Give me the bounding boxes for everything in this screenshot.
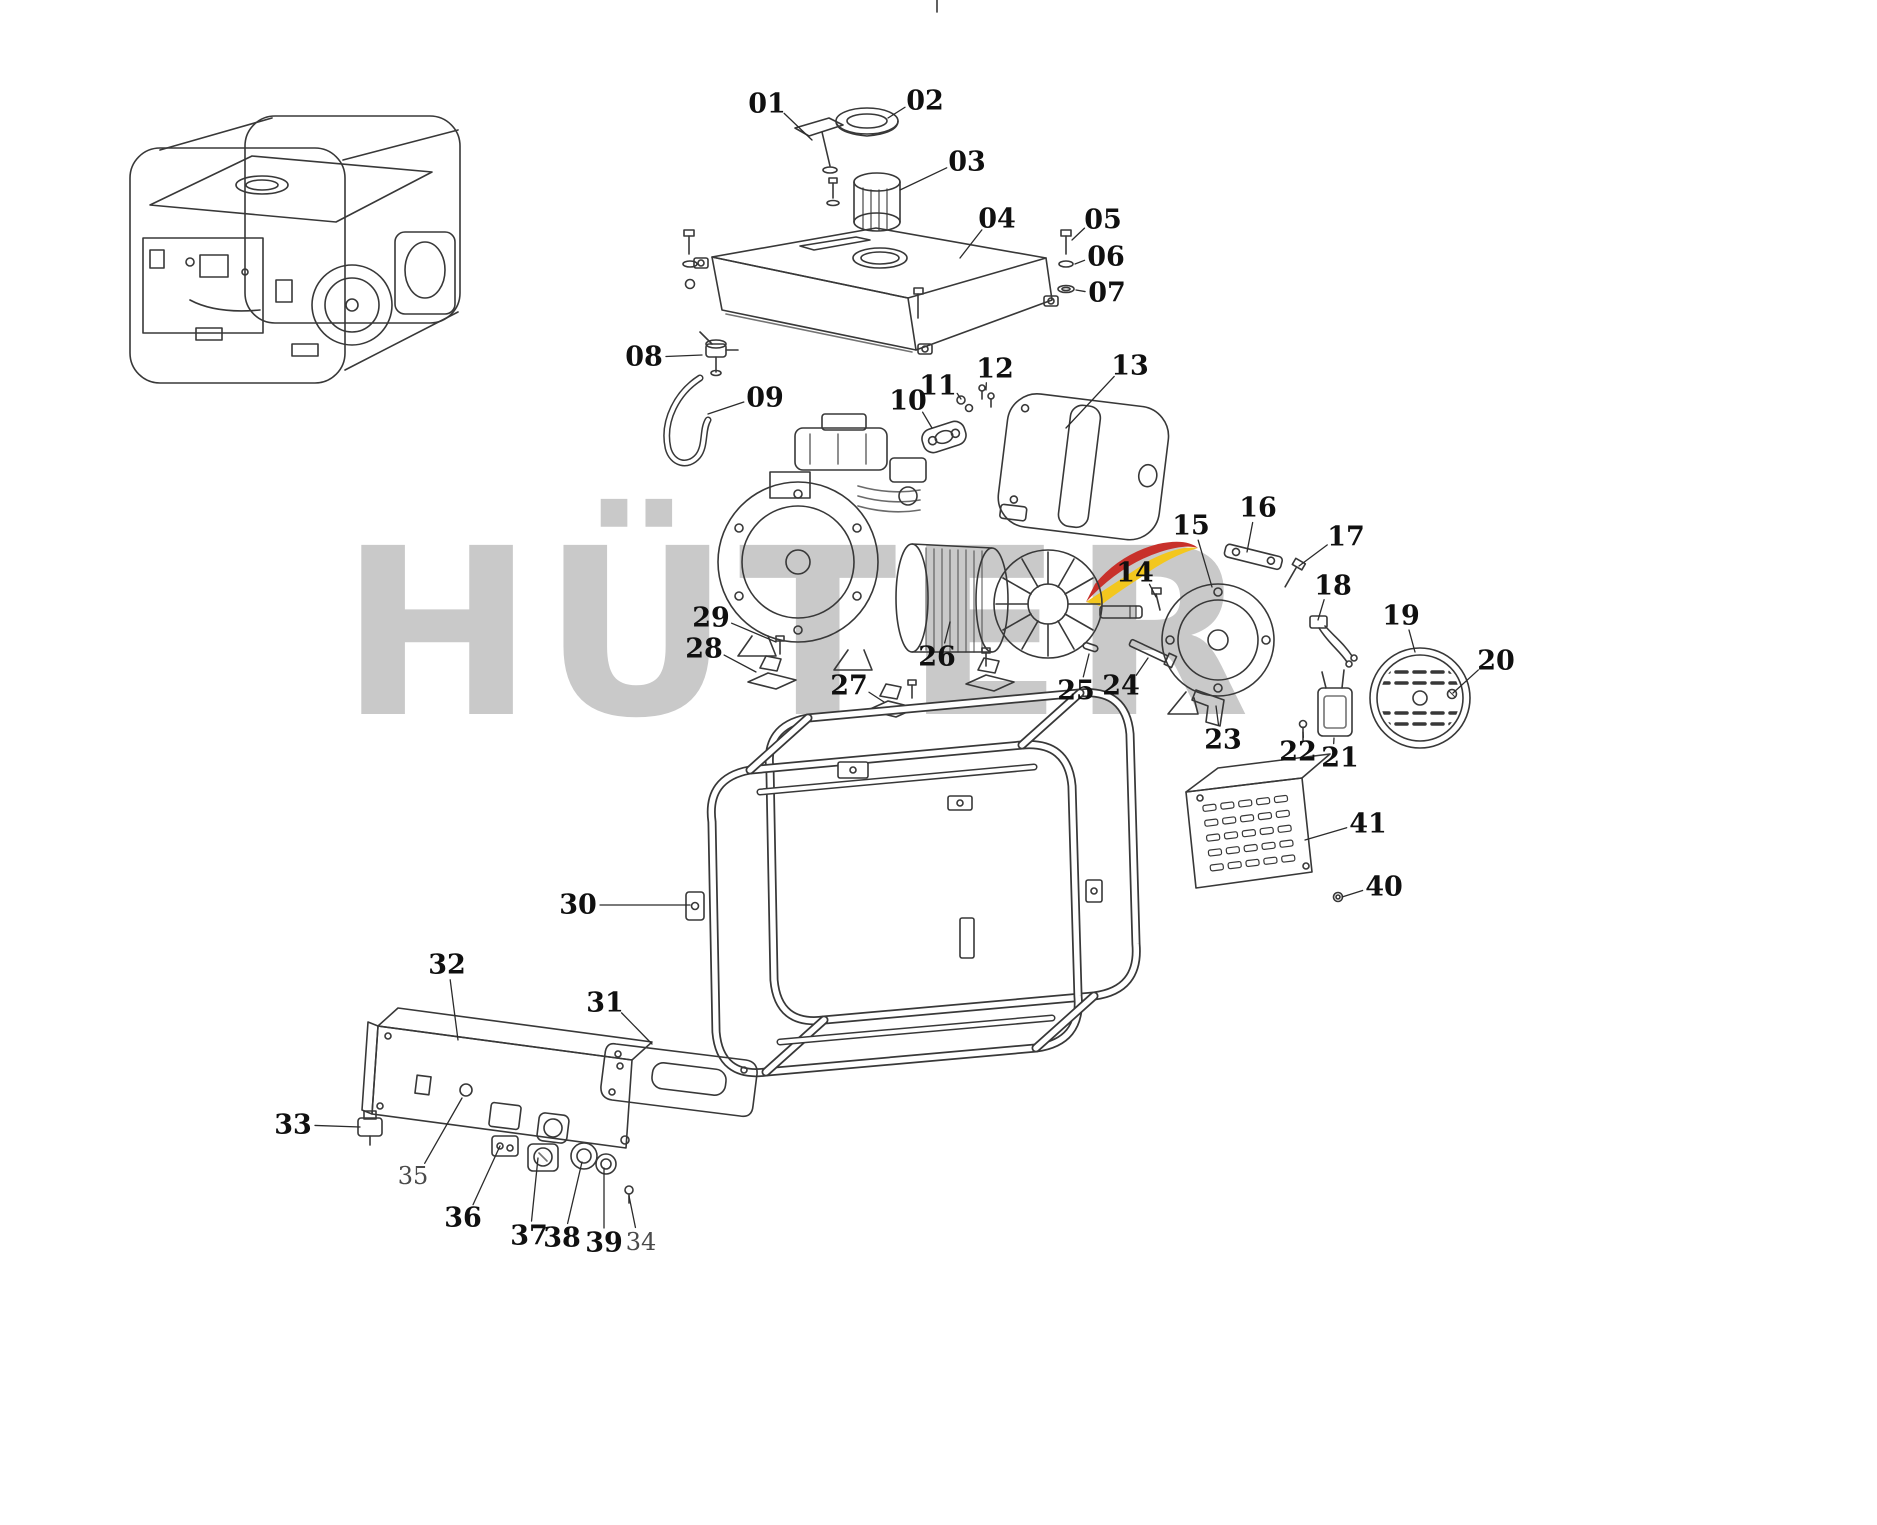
part-label-27: 27 xyxy=(830,670,868,702)
part-label-29: 29 xyxy=(692,602,730,634)
alternator-rear-cover xyxy=(1369,647,1471,749)
part-label-38: 38 xyxy=(543,1222,581,1254)
avr-and-bracket xyxy=(1191,669,1353,741)
part-label-10: 10 xyxy=(889,385,927,417)
part-label-33: 33 xyxy=(274,1109,312,1141)
part-label-22: 22 xyxy=(1279,736,1317,768)
part-label-39: 39 xyxy=(585,1227,623,1259)
part-label-04: 04 xyxy=(978,203,1016,235)
louvered-side-cover xyxy=(1185,753,1344,903)
part-label-05: 05 xyxy=(1084,204,1122,236)
part-label-26: 26 xyxy=(918,641,956,673)
part-label-17: 17 xyxy=(1327,521,1365,553)
fuel-tank xyxy=(682,227,1059,355)
control-panel-plate xyxy=(361,1007,653,1149)
fuel-cap xyxy=(835,107,899,137)
part-label-31: 31 xyxy=(586,987,624,1019)
engine-and-alternator xyxy=(717,413,1143,671)
part-label-09: 09 xyxy=(746,382,784,414)
fuel-hose xyxy=(663,374,712,467)
part-label-07: 07 xyxy=(1088,277,1126,309)
part-label-41: 41 xyxy=(1349,808,1387,840)
part-label-30: 30 xyxy=(559,889,597,921)
part-label-34: 34 xyxy=(625,1228,657,1256)
part-label-40: 40 xyxy=(1365,871,1403,903)
tank-bolt-and-washers xyxy=(1057,229,1075,294)
part-label-19: 19 xyxy=(1382,600,1420,632)
part-label-15: 15 xyxy=(1172,510,1210,542)
part-label-37: 37 xyxy=(510,1220,548,1252)
wiring-connector xyxy=(1309,615,1358,668)
leader-lines xyxy=(314,106,1480,1229)
brand-swoosh xyxy=(1086,541,1198,606)
exhaust-gasket-and-screws xyxy=(921,384,995,454)
part-label-25: 25 xyxy=(1057,675,1095,707)
support-bracket-and-bolt xyxy=(1223,543,1307,588)
part-label-13: 13 xyxy=(1111,350,1149,382)
part-label-02: 02 xyxy=(906,85,944,117)
part-label-18: 18 xyxy=(1314,570,1352,602)
part-label-03: 03 xyxy=(948,146,986,178)
part-label-32: 32 xyxy=(428,949,466,981)
fuel-filler-neck xyxy=(853,172,901,232)
shaft-key-and-bolts xyxy=(1082,587,1178,669)
part-label-28: 28 xyxy=(685,633,723,665)
alternator-end-bracket xyxy=(1161,583,1275,715)
part-label-11: 11 xyxy=(919,370,957,402)
part-label-23: 23 xyxy=(1204,724,1242,756)
part-label-01: 01 xyxy=(748,88,786,120)
part-label-06: 06 xyxy=(1087,241,1125,273)
part-label-08: 08 xyxy=(625,341,663,373)
part-label-36: 36 xyxy=(444,1202,482,1234)
part-label-12: 12 xyxy=(976,353,1014,385)
part-label-24: 24 xyxy=(1102,670,1140,702)
brand-watermark: HÜTER xyxy=(340,499,1258,769)
fuel-valve xyxy=(699,331,739,377)
assembled-generator-thumbnail xyxy=(129,115,461,384)
part-label-14: 14 xyxy=(1116,557,1154,589)
part-label-20: 20 xyxy=(1477,645,1515,677)
part-label-16: 16 xyxy=(1239,492,1277,524)
part-label-21: 21 xyxy=(1321,742,1359,774)
panel-front-cover xyxy=(600,1042,758,1118)
part-label-35: 35 xyxy=(397,1162,429,1190)
tube-frame xyxy=(685,688,1141,1078)
